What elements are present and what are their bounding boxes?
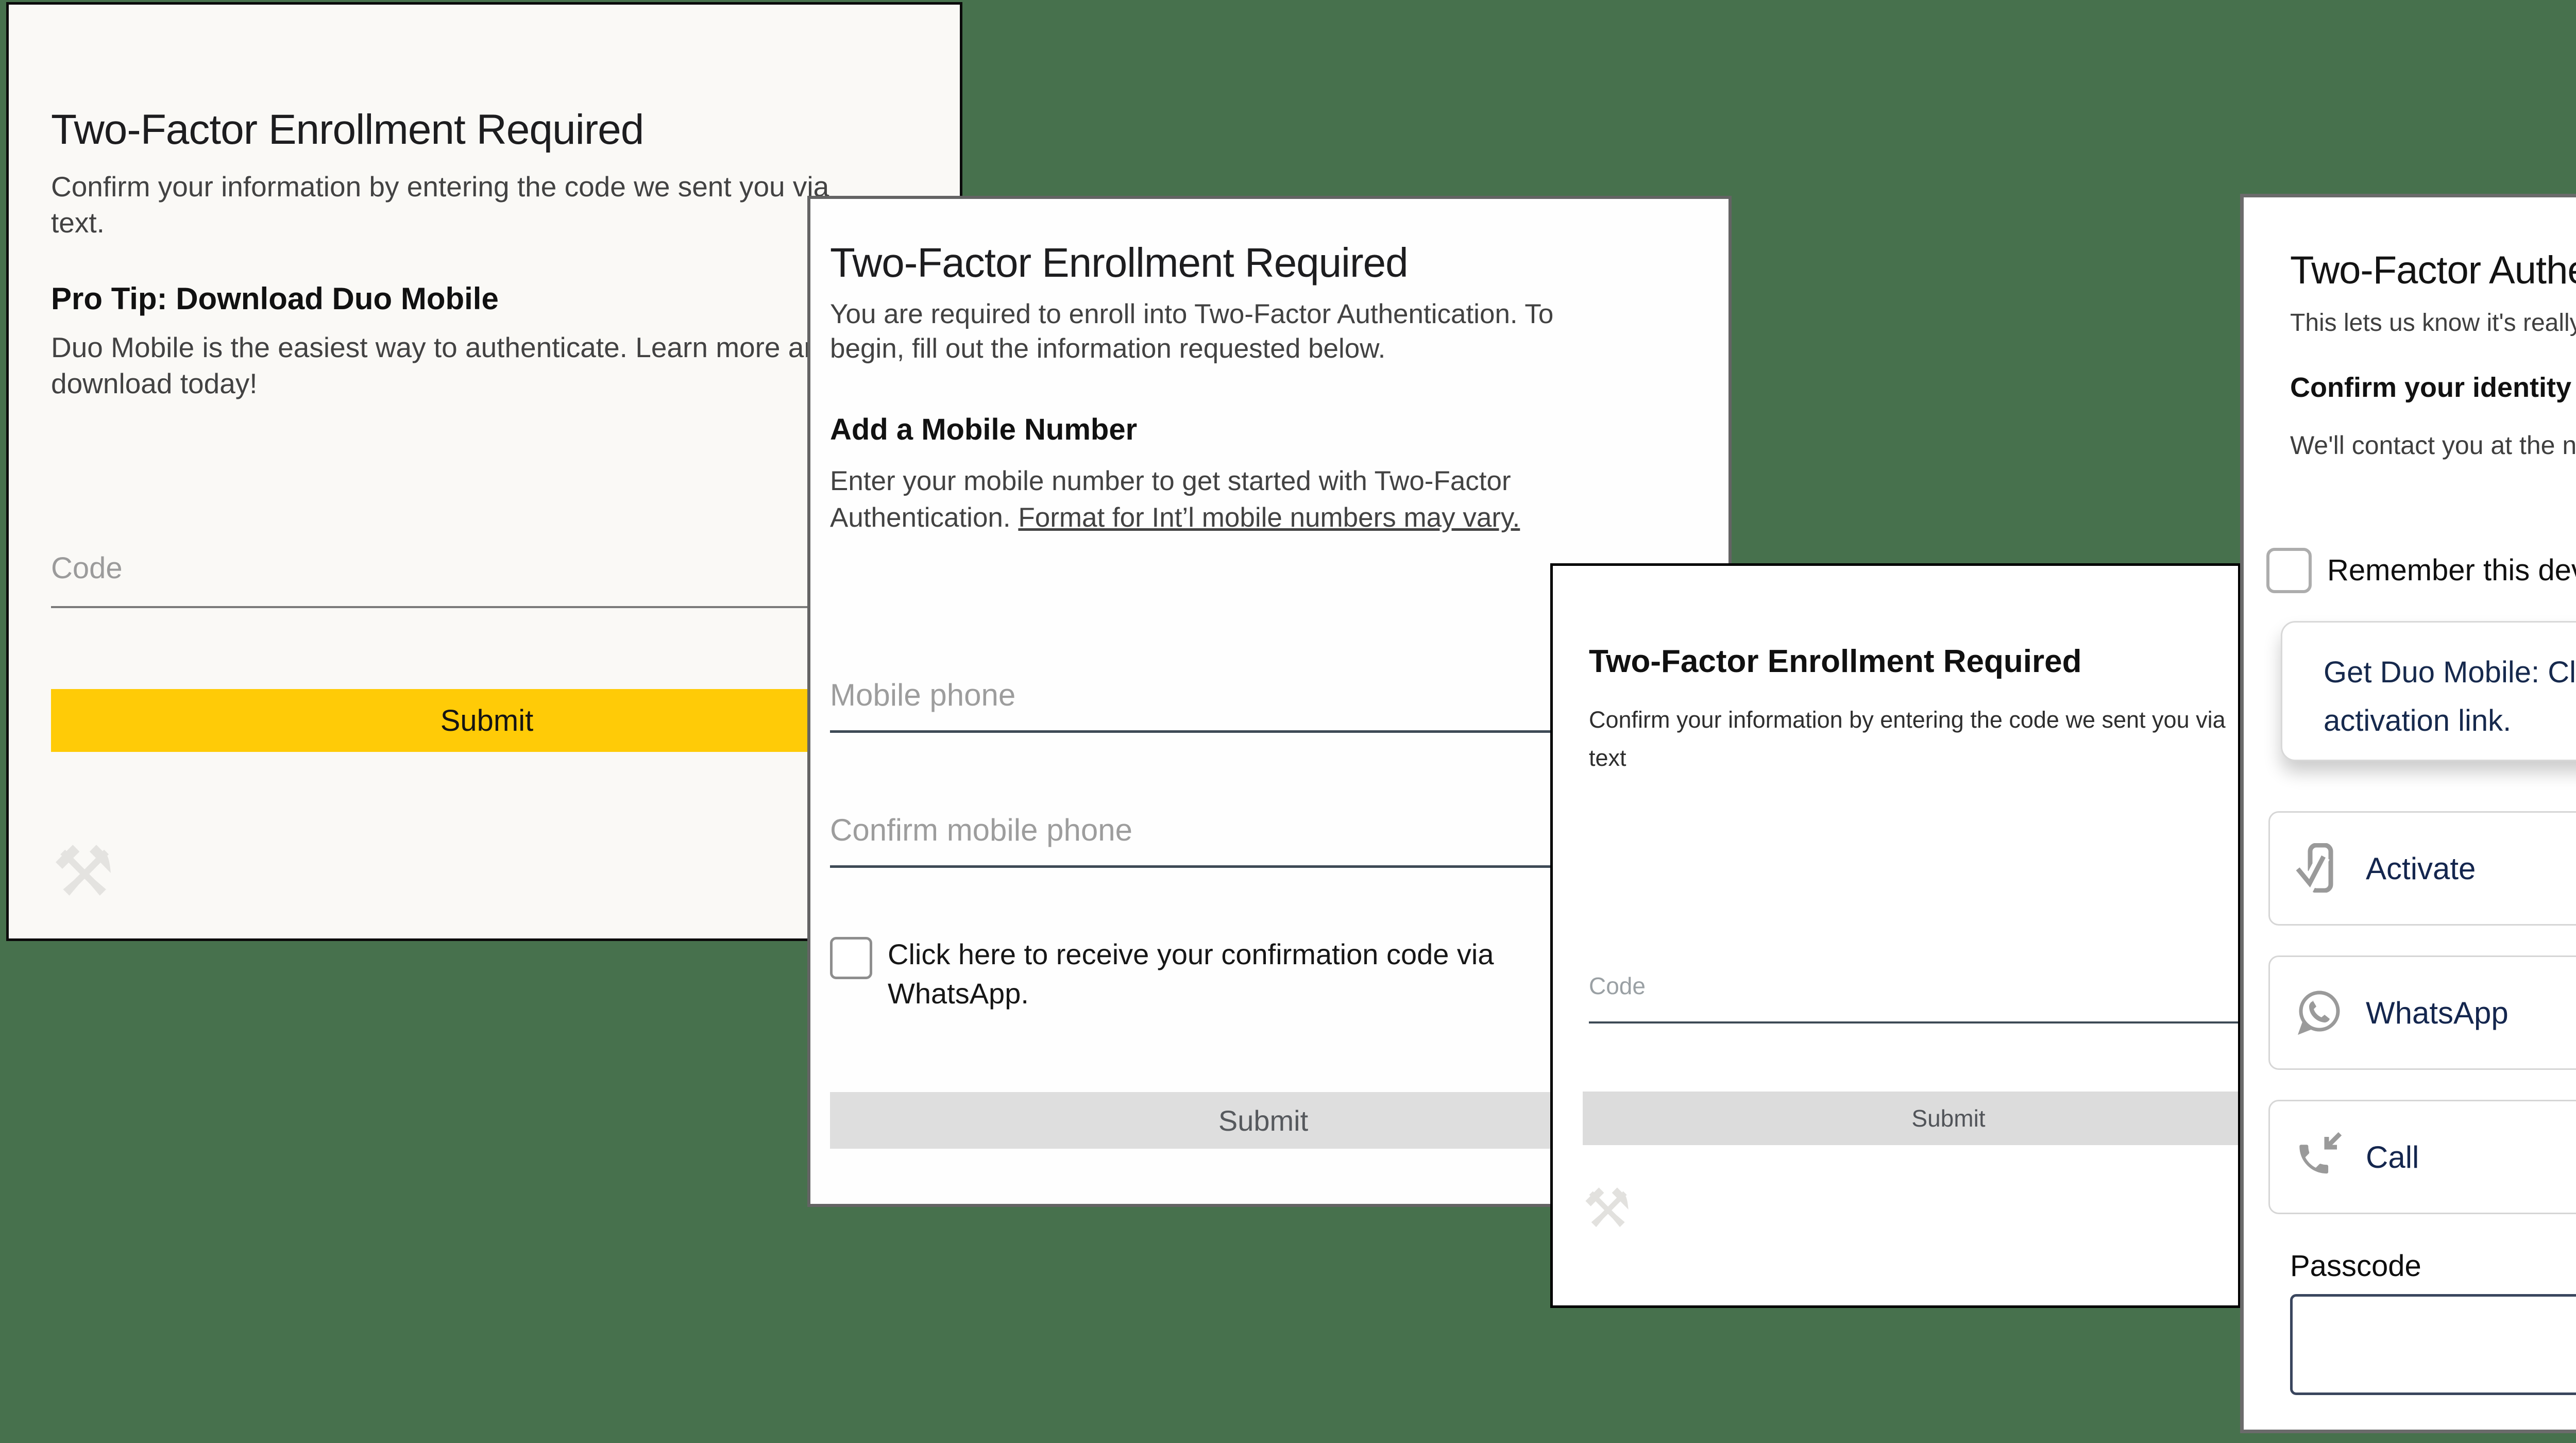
mobile-phone-input[interactable] xyxy=(830,677,1685,733)
remember-device-label: Remember this device for 7 days. xyxy=(2327,553,2576,587)
whatsapp-checkbox[interactable] xyxy=(830,937,872,979)
passcode-input[interactable] xyxy=(2290,1294,2576,1395)
intl-format-link[interactable]: Format for Int’l mobile numbers may vary… xyxy=(1018,502,1520,533)
whatsapp-icon xyxy=(2294,987,2343,1038)
dialog-subtitle: You are required to enroll into Two-Fact… xyxy=(830,299,1554,364)
confirm-mobile-field-wrap xyxy=(830,812,1685,868)
call-label: Call xyxy=(2366,1139,2419,1174)
whatsapp-button[interactable]: WhatsApp xyxy=(2268,955,2576,1070)
section-heading: Add a Mobile Number xyxy=(830,413,1138,446)
contact-number-text: We'll contact you at the number ending i… xyxy=(2290,431,2576,460)
protip-body: Duo Mobile is the easiest way to authent… xyxy=(51,331,836,399)
two-factor-auth-dialog: Two-Factor Authentication This lets us k… xyxy=(2240,194,2576,1433)
mobile-field-wrap xyxy=(830,677,1685,733)
protip-heading: Pro Tip: Download Duo Mobile xyxy=(51,281,499,316)
passcode-label: Passcode xyxy=(2290,1249,2421,1283)
confirm-mobile-phone-input[interactable] xyxy=(830,812,1685,868)
enrollment-code-dialog-a: Two-Factor Enrollment Required Confirm y… xyxy=(6,2,962,941)
dialog-title: Two-Factor Authentication xyxy=(2290,248,2576,292)
description-line1: Enter your mobile number to get started … xyxy=(830,466,1511,496)
code-input[interactable] xyxy=(51,551,923,608)
crossed-hammers-icon: ⚒ xyxy=(52,833,115,911)
dialog-subtitle: Confirm your information by entering the… xyxy=(51,171,829,239)
activate-button[interactable]: Activate xyxy=(2268,811,2576,926)
code-field-wrap xyxy=(51,551,923,608)
phone-check-icon xyxy=(2292,843,2343,895)
dialog-title: Two-Factor Enrollment Required xyxy=(51,106,644,153)
description-line2: Authentication. xyxy=(830,502,1019,533)
phone-callback-icon xyxy=(2294,1132,2343,1183)
enrollment-code-dialog-b: Two-Factor Enrollment Required Confirm y… xyxy=(1550,563,2241,1308)
remember-device-checkbox[interactable] xyxy=(2266,548,2312,593)
dialog-subtitle: This lets us know it's really you trying… xyxy=(2290,309,2576,337)
call-button[interactable]: Call xyxy=(2268,1100,2576,1214)
code-field-wrap xyxy=(1589,972,2238,1023)
submit-button[interactable]: Submit xyxy=(51,689,923,752)
crossed-hammers-icon: ⚒ xyxy=(1583,1179,1632,1239)
dialog-subtitle: Confirm your information by entering the… xyxy=(1589,707,2226,771)
whatsapp-checkbox-label: Click here to receive your confirmation … xyxy=(888,938,1494,1010)
duo-mobile-tooltip: Get Duo Mobile: Click “Activate” to get … xyxy=(2281,621,2576,761)
dialog-title: Two-Factor Enrollment Required xyxy=(1589,644,2082,679)
section-description: Enter your mobile number to get started … xyxy=(830,463,1520,536)
whatsapp-label: WhatsApp xyxy=(2366,995,2509,1030)
confirm-identity-heading: Confirm your identity xyxy=(2290,372,2572,403)
dialog-title: Two-Factor Enrollment Required xyxy=(830,240,1409,286)
code-input[interactable] xyxy=(1589,972,2238,1023)
tooltip-text: Get Duo Mobile: Click “Activate” to get … xyxy=(2324,656,2576,737)
activate-label: Activate xyxy=(2366,851,2476,886)
submit-button[interactable]: Submit xyxy=(1583,1092,2238,1145)
